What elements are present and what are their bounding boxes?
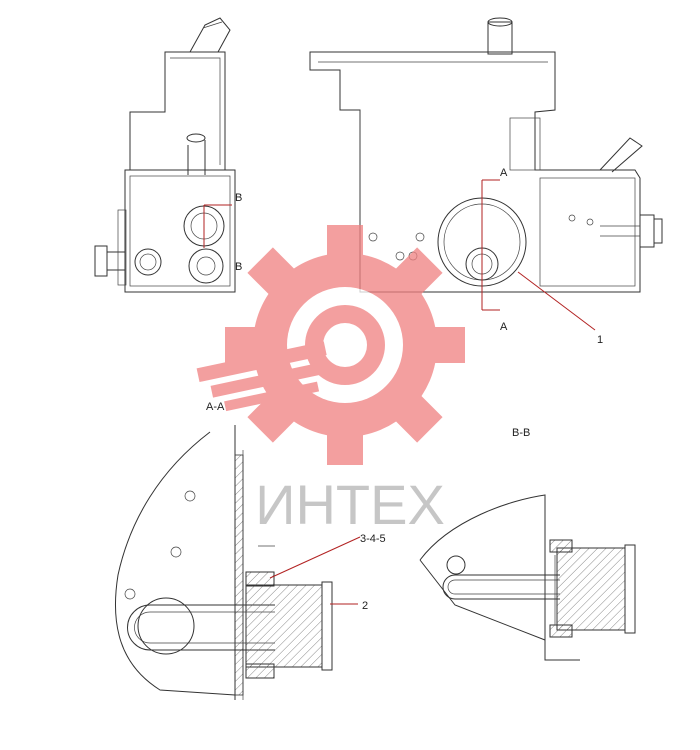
- label-view-aa: A-A: [206, 401, 225, 413]
- label-section-a-bottom: A: [500, 321, 508, 333]
- label-section-a-top: A: [500, 167, 508, 179]
- section-aa-view: [115, 425, 361, 700]
- label-section-b-bottom: B: [235, 261, 242, 273]
- section-bb-view: [419, 494, 636, 661]
- label-callout-1: 1: [597, 334, 603, 346]
- label-view-bb: B-B: [512, 427, 530, 439]
- side-view-left: [94, 17, 236, 293]
- watermark-text: ИНТЕХ: [255, 473, 445, 536]
- label-callout-2: 2: [362, 600, 368, 612]
- front-view-right: [309, 17, 663, 331]
- label-callout-345: 3-4-5: [360, 533, 386, 545]
- label-section-b-top: B: [235, 192, 242, 204]
- watermark-gear-logo: ИНТЕХ: [196, 225, 465, 536]
